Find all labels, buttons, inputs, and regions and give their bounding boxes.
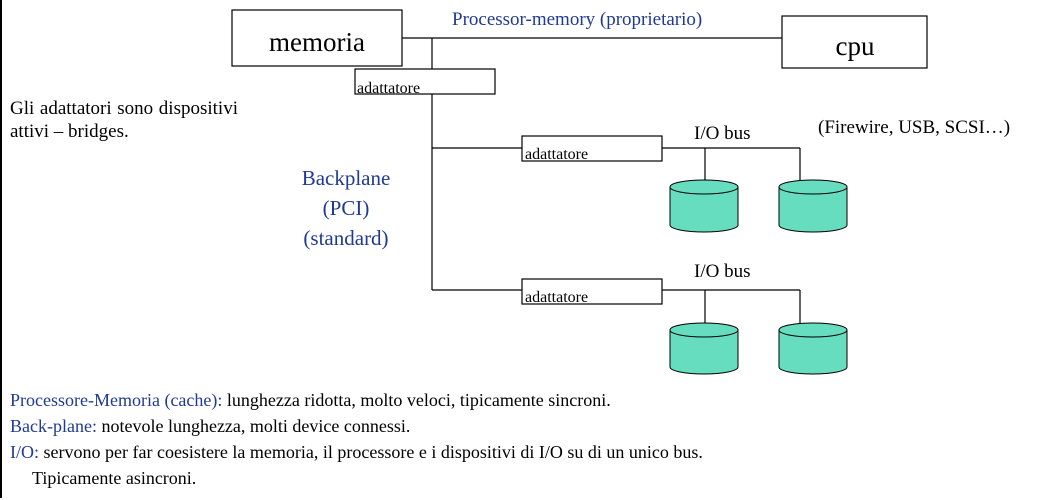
adapter-label-io-1: adattatore <box>525 146 588 163</box>
disk-icon <box>669 322 739 375</box>
note-text: lunghezza ridotta, molto veloci, tipicam… <box>222 390 611 410</box>
note-io: I/O: servono per far coesistere la memor… <box>10 439 1035 465</box>
disk-icon <box>669 179 739 233</box>
disk-icon <box>778 322 848 375</box>
cpu-label: cpu <box>836 31 875 61</box>
note-key: Back-plane: <box>10 416 97 436</box>
backplane-label-line: (PCI) <box>322 196 370 220</box>
adapter-box-io-2 <box>521 278 663 305</box>
backplane-label-line: Backplane <box>301 166 391 190</box>
disk-icon <box>778 179 848 233</box>
cpu-box <box>781 15 928 69</box>
memory-box <box>231 9 403 67</box>
note-text: notevole lunghezza, molti device conness… <box>96 416 411 436</box>
backplane-label-line: (standard) <box>303 226 389 250</box>
note-backplane: Back-plane: notevole lunghezza, molti de… <box>10 413 1035 439</box>
note-text: servono per far coesistere la memoria, i… <box>39 442 703 462</box>
adapter-label-io-2: adattatore <box>525 289 588 306</box>
io-bus-2-label: I/O bus <box>694 261 750 282</box>
notes: Processore-Memoria (cache): lunghezza ri… <box>10 387 1035 491</box>
note-io-continuation: Tipicamente asincroni. <box>32 468 197 488</box>
adapter-box-io-1 <box>521 135 663 162</box>
note-key: I/O: <box>10 442 39 462</box>
processor-memory-bus-label: Processor-memory (proprietario) <box>452 9 702 30</box>
io-bus-1-label: I/O bus <box>694 123 750 144</box>
note-key: Processore-Memoria (cache): <box>10 390 223 410</box>
adapter-box-main <box>354 68 496 95</box>
adapter-label-main: adattatore <box>357 80 420 97</box>
memory-label: memoria <box>269 27 365 57</box>
backplane-label: Backplane (PCI) (standard) <box>280 163 412 253</box>
note-processor-memory: Processore-Memoria (cache): lunghezza ri… <box>10 387 1035 413</box>
side-note: Gli adattatori sono dispositivi attivi –… <box>10 98 238 142</box>
io-bus-examples: (Firewire, USB, SCSI…) <box>818 117 1010 138</box>
